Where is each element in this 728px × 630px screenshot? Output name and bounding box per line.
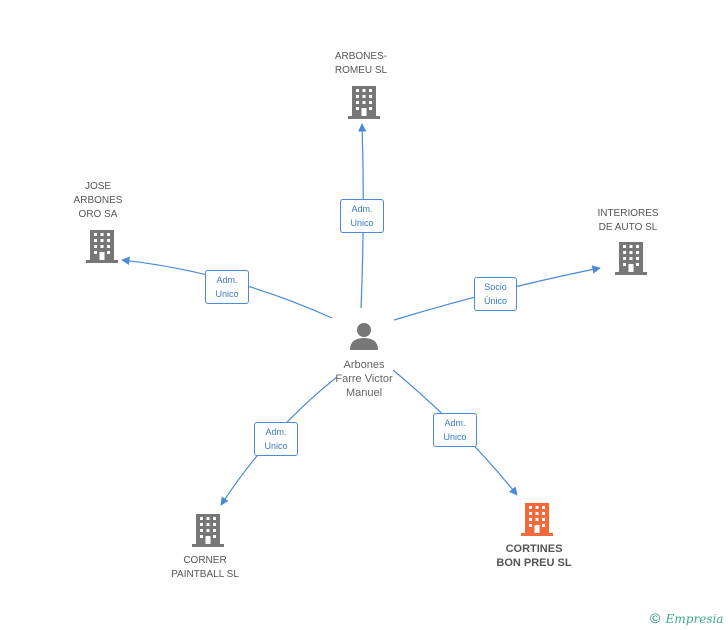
edge-label-arbones-romeu: Adm. Unico: [340, 199, 384, 233]
footer-brand: © Empresia: [650, 610, 723, 626]
building-icon: [348, 86, 380, 119]
building-icon: [86, 230, 118, 263]
edge-label-jose-arbones: Adm. Unico: [205, 270, 249, 304]
node-label-cortines-bon-preu[interactable]: CORTINES BON PREU SL: [496, 543, 572, 569]
node-label-jose-arbones[interactable]: JOSE ARBONES ORO SA: [73, 181, 123, 220]
building-icon: [521, 503, 553, 536]
building-icon: [615, 242, 647, 275]
edge-label-corner-paintball: Adm. Unico: [254, 422, 298, 456]
node-label-interiores-auto[interactable]: INTERIORES DE AUTO SL: [597, 208, 659, 233]
edge-label-cortines-bon-preu: Adm. Unico: [433, 413, 477, 447]
brand-logo[interactable]: Empresia: [665, 612, 724, 626]
person-label[interactable]: Arbones Farre Victor Manuel: [335, 359, 393, 399]
edge-label-interiores-auto: Socio Único: [474, 277, 517, 311]
building-icon: [192, 514, 224, 547]
copyright-icon: ©: [650, 610, 661, 626]
node-label-corner-paintball[interactable]: CORNER PAINTBALL SL: [171, 555, 239, 580]
node-label-arbones-romeu[interactable]: ARBONES- ROMEU SL: [334, 51, 388, 76]
person-icon: [350, 323, 378, 350]
